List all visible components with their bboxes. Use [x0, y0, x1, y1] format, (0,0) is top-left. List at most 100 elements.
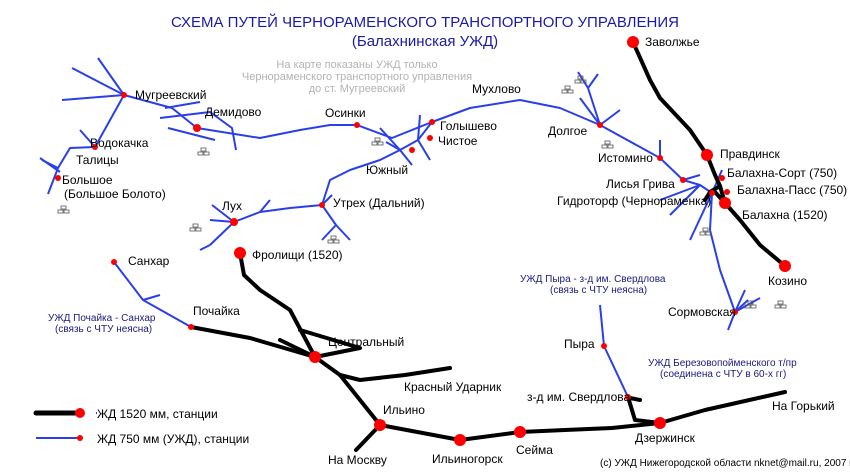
station-label: Мугреевский [135, 88, 206, 102]
station-label: Голышево [440, 119, 497, 133]
station-dot [657, 155, 663, 161]
settlement-icon [744, 300, 757, 309]
station-dot [597, 122, 603, 128]
settlement-block [330, 235, 337, 240]
station-label: Почайка [193, 304, 240, 318]
narrow-line-30 [199, 244, 211, 251]
broad-line-9 [626, 395, 662, 425]
broad-line-0 [631, 40, 787, 268]
stations-layer [55, 36, 791, 446]
station-label: Балахна-Сорт (750) [727, 166, 837, 180]
station-label: Балахна (1520) [742, 208, 828, 222]
station-label: Дзержинск [635, 431, 696, 445]
map-title-line1: СХЕМА ПУТЕЙ ЧЕРНОРАМЕНСКОГО ТРАНСПОРТНОГ… [171, 14, 679, 31]
station-label: Фролищи (1520) [252, 248, 343, 262]
station-label: Сейма [516, 443, 553, 457]
station-dot [55, 175, 61, 181]
station-dot [724, 189, 730, 195]
station-label: Чистое [438, 134, 478, 148]
station-label: Правдинск [720, 147, 781, 161]
station-label: (Большое Болото) [64, 187, 166, 201]
settlement-block [63, 209, 70, 214]
narrow-line-1 [97, 57, 125, 96]
station-label: Демидово [205, 105, 262, 119]
settlement-icon [371, 137, 384, 146]
settlement-block [774, 304, 781, 309]
station-dot [680, 177, 686, 183]
pyra-line-note-1: УЖД Пыра - з-д им. Свердлова [520, 274, 666, 285]
station-dot [309, 351, 321, 363]
settlement-block [203, 151, 210, 156]
station-label: Южный [366, 163, 408, 177]
narrow-line-43 [142, 294, 161, 301]
settlement-block [580, 79, 587, 84]
settlement-block [377, 141, 384, 146]
station-dot [354, 122, 360, 128]
station-dot [230, 218, 238, 226]
map-note-line2: Чернораменского транспортного управления [241, 71, 473, 83]
settlement-block [564, 85, 571, 90]
narrow-line-16 [579, 97, 601, 126]
station-dot [719, 175, 725, 181]
map-note-line3: до ст. Мугреевский [308, 83, 406, 95]
station-label: Козино [768, 274, 807, 288]
settlement-icon [561, 85, 574, 94]
settlement-block [777, 300, 784, 305]
station-label: Ильиногорск [432, 452, 503, 466]
station-label: Долгое [548, 124, 587, 138]
narrow-line-7 [57, 146, 96, 169]
settlement-block [567, 89, 574, 94]
station-label: Талицы [76, 153, 119, 167]
narrow-line-10 [39, 157, 61, 173]
settlement-block [57, 209, 64, 214]
legend-broad-dot [75, 408, 85, 418]
narrow-line-34 [689, 192, 713, 241]
legend-narrow-label: ЖД 750 мм (УЖД), станции [97, 432, 250, 446]
station-label: Ильино [383, 403, 425, 417]
station-dot [92, 144, 98, 150]
station-dot [188, 324, 194, 330]
settlement-block [601, 144, 608, 149]
settlement-block [327, 239, 334, 244]
settlement-icon [774, 300, 787, 309]
station-dot [111, 259, 117, 265]
narrow-line-22 [399, 149, 413, 166]
station-dot [121, 92, 127, 98]
narrow-line-33 [709, 192, 713, 231]
narrow-line-15 [587, 73, 599, 89]
station-labels: ЗаволжьеМугреевскийДемидовоВодокачкаТали… [62, 35, 847, 467]
settlement-block [750, 304, 757, 309]
settlement-icon [327, 235, 340, 244]
station-label: На Горький [772, 399, 835, 413]
station-label: Лух [222, 199, 242, 213]
narrow-line-44 [599, 304, 629, 398]
settlement-block [374, 137, 381, 142]
broad-gauge-lines [189, 40, 787, 452]
settlement-icon [189, 223, 202, 232]
narrow-line-27 [321, 224, 337, 241]
settlement-block [60, 205, 67, 210]
station-dot [601, 343, 607, 349]
narrow-line-25 [259, 199, 271, 213]
legend-marks [33, 408, 85, 441]
narrow-line-38 [709, 229, 746, 313]
station-dot [319, 202, 325, 208]
station-dot [234, 247, 246, 259]
pochaika-line-note-2: (связь с ЧТУ неясна) [55, 324, 153, 335]
berez-line-note-1: УЖД Березовопойменского т/пр [648, 358, 797, 369]
station-label: Сормовская [668, 305, 736, 319]
station-label: Водокачка [90, 136, 149, 150]
broad-line-5 [298, 328, 362, 359]
pochaika-line-note-1: УЖД Почайка - Санхар [48, 313, 156, 324]
station-label: Лисья Грива [606, 177, 675, 191]
settlement-block [574, 79, 581, 84]
station-label: Истомино [598, 151, 653, 165]
station-label: Санхар [128, 254, 170, 268]
station-dot [427, 135, 433, 141]
narrow-line-19 [385, 141, 401, 151]
station-label: Осинки [325, 106, 366, 120]
broad-line-4 [189, 325, 317, 359]
map-note-line1: На карте показаны УЖД только [276, 59, 438, 71]
